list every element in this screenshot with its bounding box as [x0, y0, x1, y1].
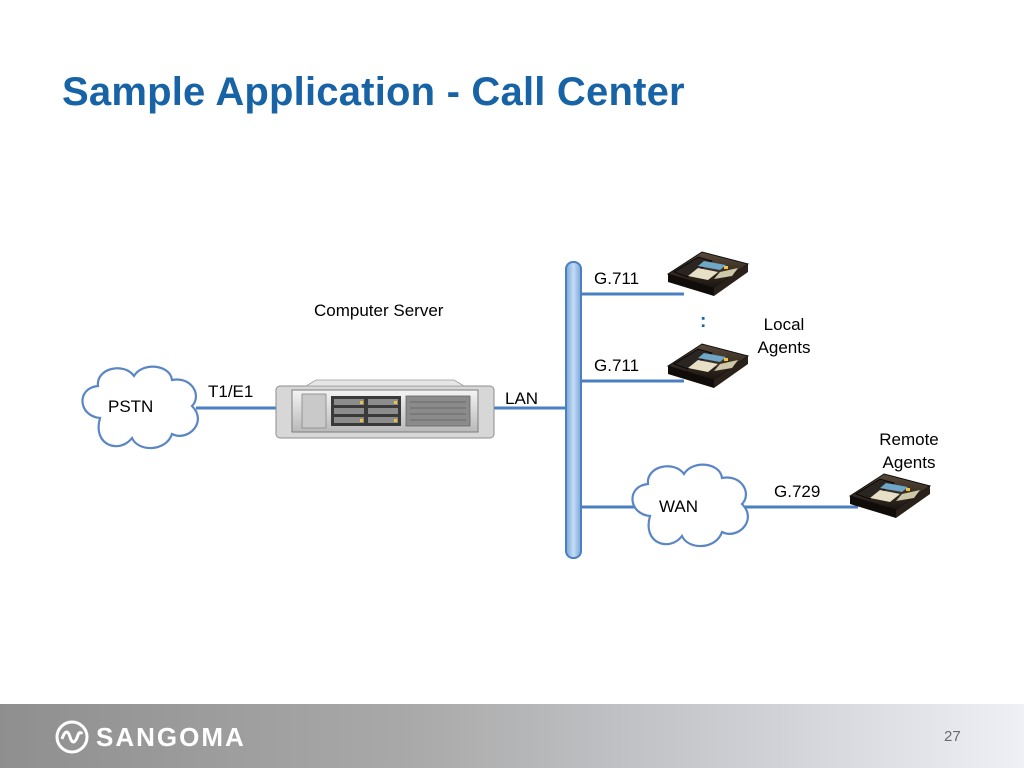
- pstn-label: PSTN: [108, 397, 154, 416]
- local-agents-line2: Agents: [757, 338, 811, 357]
- slide-title: Sample Application - Call Center: [62, 70, 685, 114]
- sangoma-logo-icon: [55, 720, 89, 754]
- page-number: 27: [944, 728, 961, 745]
- remote-agents-line1: Remote: [879, 430, 939, 449]
- call-center-diagram: [81, 251, 931, 559]
- sangoma-logo-text: SANGOMA: [96, 722, 246, 752]
- server-label: Computer Server: [314, 301, 444, 320]
- remote-agents-label: Remote Agents: [868, 428, 950, 474]
- local-agents-label: Local Agents: [748, 313, 820, 359]
- more-agents-ellipsis: :: [700, 311, 707, 332]
- t1e1-label: T1/E1: [208, 382, 254, 401]
- footer-bar: SANGOMA 27: [0, 704, 1024, 768]
- server-icon: [275, 379, 495, 439]
- remote-agents-line2: Agents: [882, 453, 936, 472]
- local-agent-phone-1: [667, 251, 749, 297]
- g711-top-label: G.711: [594, 269, 640, 288]
- local-agents-line1: Local: [763, 315, 805, 334]
- remote-agent-phone: [849, 473, 931, 519]
- g711-bottom-label: G.711: [594, 356, 640, 375]
- wan-label: WAN: [659, 497, 699, 516]
- g729-label: G.729: [774, 482, 821, 501]
- lan-bus: [565, 261, 582, 559]
- lan-label: LAN: [505, 389, 539, 408]
